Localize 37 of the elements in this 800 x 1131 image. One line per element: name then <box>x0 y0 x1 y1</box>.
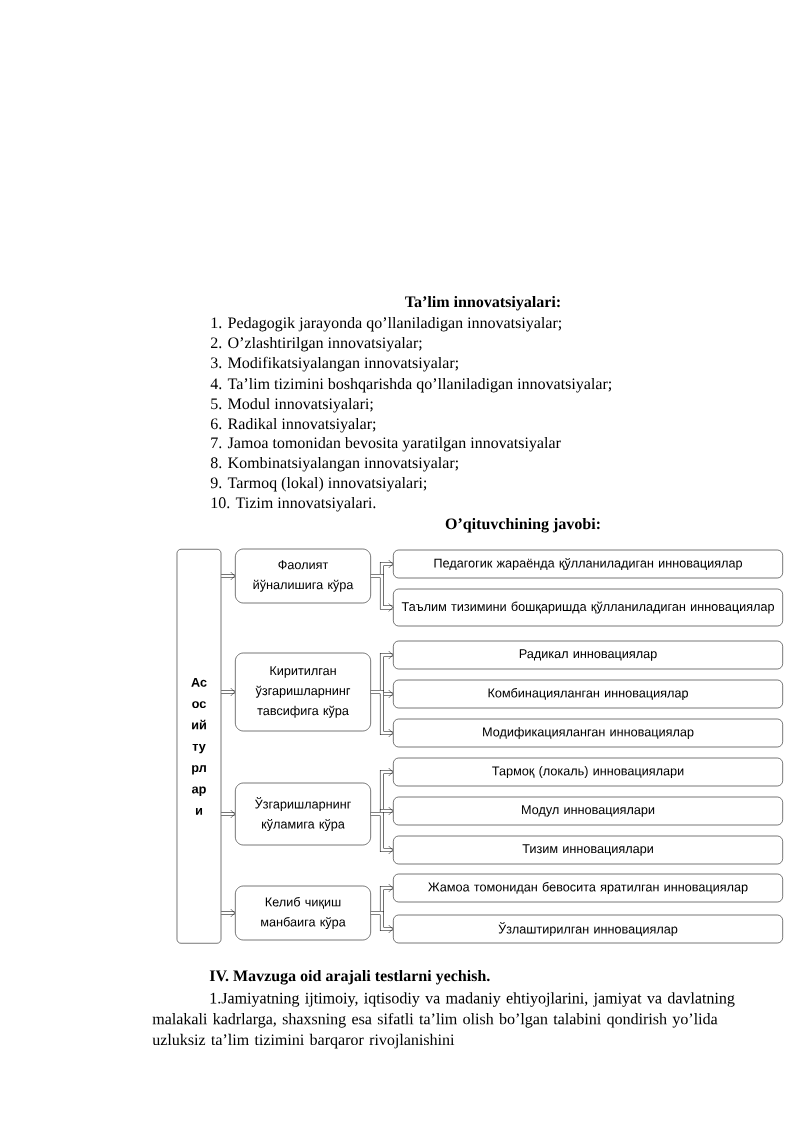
innovation-box: Тизим инновациялари <box>393 835 783 865</box>
list-item: 6. Radikal innovatsiyalar; <box>210 417 376 433</box>
innovation-box: Таълим тизимини бошқаришда қўлланиладиган инновациялар <box>393 588 783 627</box>
arrow <box>370 812 393 855</box>
arrow <box>221 571 235 581</box>
arrow <box>221 809 235 819</box>
list-item: 8. Kombinatsiyalangan innovatsiyalar; <box>210 456 458 472</box>
innovation-box: Педагогик жараёнда қўлланиладиган инновациялар <box>393 549 783 579</box>
arrow <box>370 690 393 738</box>
category-box: Фаолият йўналишига кўра <box>235 548 371 604</box>
list-item: 4. Ta’lim tizimini boshqarishda qo’llaniladigan innovatsiyalar; <box>210 377 611 393</box>
innovation-box: Комбинацияланган инновациялар <box>393 679 783 709</box>
list-item: 10. Tizim innovatsiyalari. <box>211 496 376 512</box>
list-item: 2. O’zlashtirilgan innovatsiyalar; <box>211 336 422 352</box>
list-item: 1. Pedagogik jarayonda qo’llaniladigan innovatsiyalar; <box>211 316 561 332</box>
heading: IV. Mavzuga oid arajali testlarni yechish. <box>209 969 490 985</box>
arrow <box>370 574 393 612</box>
innovation-box: Жамоа томонидан бевосита яратилган инновациялар <box>393 873 783 903</box>
arrow <box>221 687 235 697</box>
heading: O’qituvchining javobi: <box>445 517 600 533</box>
arrow <box>370 911 393 934</box>
innovation-box: Модул инновациялари <box>393 796 783 826</box>
category-column: Ас ос ий ту рл ар и <box>176 549 222 944</box>
heading: Ta’lim innovatsiyalari: <box>405 295 560 311</box>
category-box: Ўзгаришларнинг кўламига кўра <box>235 782 371 846</box>
list-item: 3. Modifikatsiyalangan innovatsiyalar; <box>211 356 458 372</box>
category-box: Киритилган ўзгаришларнинг тавсифига кўра <box>235 652 371 732</box>
arrow <box>221 908 235 918</box>
list-item: 7. Jamoa tomonidan bevosita yaratilgan innovatsiyalar <box>211 436 561 452</box>
innovation-box: Ўзлаштирилган инновациялар <box>393 914 783 944</box>
list-item: 5. Modul innovatsiyalari; <box>211 397 373 413</box>
innovation-box: Тармоқ (локаль) инновациялари <box>393 757 783 787</box>
paragraph: 1.Jamiyatning ijtimoiy, iqtisodiy va madaniy ehtiyojlarini, jamiyat va davlatning malakali kadrlarga, shaxsning esa sifatli ta’lim olish bo’lgan talabini qondirish yo’lida uzluksiz ta’lim tizimini barqaror rivojlanishini <box>152 992 735 1049</box>
innovation-box: Радикал инновациялар <box>393 640 783 670</box>
category-box: Келиб чиқиш манбаига кўра <box>235 885 371 941</box>
list-item: 9. Tarmoq (lokal) innovatsiyalari; <box>210 476 427 492</box>
innovation-box: Модификацияланган инновациялар <box>393 718 783 748</box>
